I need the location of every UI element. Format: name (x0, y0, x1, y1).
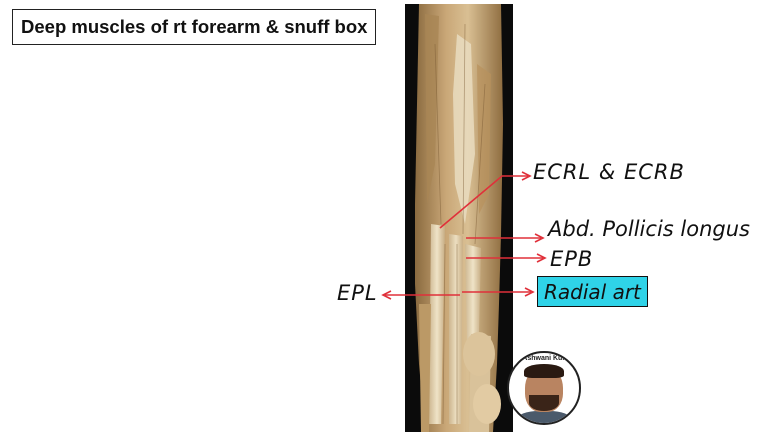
label-abductor-pollicis-longus: Abd. Pollicis longus (548, 217, 750, 241)
author-avatar: Dr Ashwani Kumar (507, 351, 581, 425)
label-radial-artery: Radial art (537, 276, 648, 307)
label-epb: EPB (550, 247, 594, 271)
avatar-hair (524, 364, 564, 378)
arrow-ecrl (439, 175, 528, 229)
avatar-beard (529, 395, 559, 411)
avatar-author-name: Dr Ashwani Kumar (512, 355, 576, 362)
slide-title: Deep muscles of rt forearm & snuff box (12, 9, 377, 45)
label-ecrl-ecrb: ECRL & ECRB (533, 160, 685, 184)
forearm-dissection-photo (405, 4, 513, 432)
avatar-shirt (517, 411, 571, 423)
label-epl: EPL (337, 281, 378, 305)
